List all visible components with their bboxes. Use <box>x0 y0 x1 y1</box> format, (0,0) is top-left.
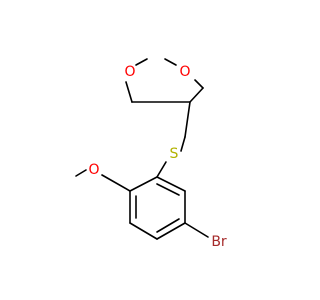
molecule-diagram: O O S O Br <box>75 58 227 250</box>
atom-label-oxygen-methoxy: O <box>88 162 99 178</box>
bond-ar-c3-c4 <box>129 222 158 240</box>
bond-ring-c4-c5 <box>189 87 204 103</box>
bond-ar-c1-c2 <box>129 176 158 192</box>
bond-ring-c2-o3 <box>164 58 177 66</box>
bond-ring-o3-c4 <box>194 79 204 89</box>
atom-label-oxygen-ring-left: O <box>124 64 135 80</box>
bond-ar-c6-c1-inner <box>156 183 180 196</box>
bond-o-ch3 <box>75 169 87 177</box>
atom-label-bromine: Br <box>211 234 227 250</box>
bond-ar-c6-c1 <box>156 176 186 192</box>
bond-c5-ch2 <box>184 101 191 138</box>
bond-ch2-s <box>180 136 186 152</box>
bond-ring-o1-c2 <box>135 58 148 66</box>
bond-ar-c4-c5 <box>156 222 186 240</box>
bond-s-aryl <box>156 161 167 178</box>
bond-ar-o-methoxy <box>101 174 131 192</box>
atom-label-sulfur: S <box>170 146 179 162</box>
bond-ar-c4-c5-inner <box>156 218 180 233</box>
atom-label-oxygen-ring-right: O <box>179 64 190 80</box>
bond-ar-br <box>184 222 209 238</box>
bond-ring-c6-o1 <box>125 81 133 103</box>
